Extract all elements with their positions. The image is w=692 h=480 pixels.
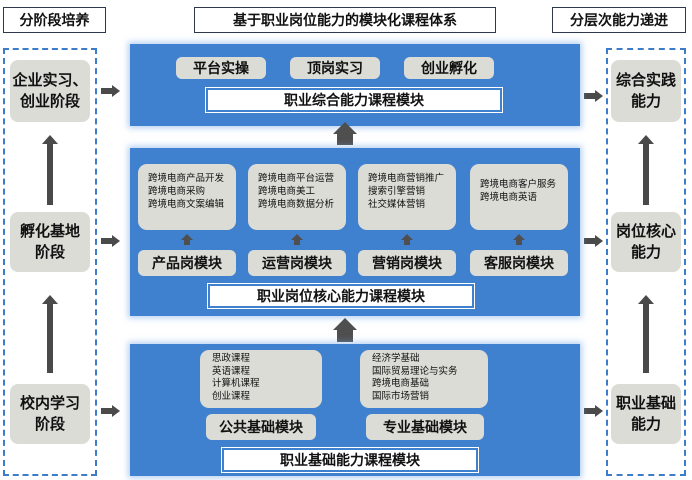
core-module-title: 职业岗位核心能力课程模块 bbox=[207, 283, 475, 309]
left-right-arrow-2-shaft bbox=[101, 238, 113, 244]
right-up-arrow-2-head bbox=[638, 295, 654, 304]
comprehensive-module-title: 职业综合能力课程模块 bbox=[205, 87, 503, 113]
operation-course-2: 跨境电商美工 bbox=[258, 186, 316, 197]
item-internship: 顶岗实习 bbox=[290, 57, 380, 79]
public-course-4: 创业课程 bbox=[212, 390, 251, 402]
ability-comprehensive: 综合实践 能力 bbox=[611, 60, 681, 122]
professional-course-2: 国际贸易理论与实务 bbox=[372, 365, 458, 377]
product-module-label: 产品岗模块 bbox=[138, 250, 236, 276]
marketing-up-arrow-icon bbox=[401, 234, 413, 240]
product-course-3: 跨境电商文案编辑 bbox=[148, 199, 225, 210]
right-up-arrow-2-shaft bbox=[643, 303, 649, 373]
service-course-2: 跨境电商英语 bbox=[480, 192, 538, 203]
product-up-arrow-icon bbox=[181, 234, 193, 240]
up-arrow-bottom-to-mid-head bbox=[333, 318, 357, 330]
public-course-2: 英语课程 bbox=[212, 365, 251, 377]
panel-right-arrow-3-shaft bbox=[584, 408, 596, 414]
operation-course-1: 跨境电商平台运营 bbox=[258, 173, 335, 184]
stage-incubation: 孵化基地 阶段 bbox=[10, 212, 90, 272]
left-right-arrow-3-shaft bbox=[101, 408, 113, 414]
product-course-list: 跨境电商产品开发 跨境电商采购 跨境电商文案编辑 bbox=[138, 164, 236, 230]
stage-campus: 校内学习 阶段 bbox=[10, 384, 90, 444]
left-right-arrow-2-head bbox=[112, 235, 120, 247]
marketing-course-3: 社交媒体营销 bbox=[368, 199, 426, 210]
up-arrow-mid-to-top-head bbox=[333, 122, 357, 134]
operation-course-list: 跨境电商平台运营 跨境电商美工 跨境电商数据分析 bbox=[248, 164, 346, 230]
service-up-arrow-shaft bbox=[516, 240, 522, 245]
left-up-arrow-1-head bbox=[42, 135, 58, 144]
ability-core: 岗位核心 能力 bbox=[611, 212, 681, 272]
product-up-arrow-shaft bbox=[184, 240, 190, 245]
up-arrow-bottom-to-mid-shaft bbox=[337, 329, 353, 342]
stage-internship: 企业实习、 创业阶段 bbox=[10, 60, 90, 122]
panel-right-arrow-1-shaft bbox=[584, 93, 596, 99]
right-header: 分层次能力递进 bbox=[552, 7, 686, 33]
left-up-arrow-2-head bbox=[42, 295, 58, 304]
operation-up-arrow-shaft bbox=[294, 240, 300, 245]
professional-course-4: 国际市场营销 bbox=[372, 390, 430, 402]
left-right-arrow-1-head bbox=[112, 85, 120, 97]
left-header: 分阶段培养 bbox=[3, 7, 106, 33]
center-header: 基于职业岗位能力的模块化课程体系 bbox=[194, 7, 496, 33]
item-platform-practice: 平台实操 bbox=[176, 57, 266, 79]
marketing-course-2: 搜索引擎营销 bbox=[368, 186, 426, 197]
panel-right-arrow-1-head bbox=[595, 90, 603, 102]
operation-course-3: 跨境电商数据分析 bbox=[258, 199, 335, 210]
marketing-up-arrow-shaft bbox=[404, 240, 410, 245]
right-up-arrow-1-head bbox=[638, 135, 654, 144]
professional-module-label: 专业基础模块 bbox=[366, 414, 484, 440]
left-stage-panel bbox=[3, 48, 97, 476]
public-course-3: 计算机课程 bbox=[212, 378, 260, 389]
item-incubation: 创业孵化 bbox=[404, 57, 494, 79]
professional-course-3: 跨境电商基础 bbox=[372, 378, 430, 389]
operation-up-arrow-icon bbox=[291, 234, 303, 240]
operation-module-label: 运营岗模块 bbox=[248, 250, 346, 276]
left-right-arrow-3-head bbox=[112, 405, 120, 417]
left-up-arrow-1-shaft bbox=[47, 143, 53, 205]
marketing-module-label: 营销岗模块 bbox=[358, 250, 456, 276]
service-course-list: 跨境电商客户服务 跨境电商英语 bbox=[470, 164, 568, 230]
ability-basic: 职业基础 能力 bbox=[611, 384, 681, 444]
public-course-list: 思政课程 英语课程 计算机课程 创业课程 bbox=[200, 350, 322, 408]
left-right-arrow-1-shaft bbox=[101, 88, 113, 94]
right-ability-panel bbox=[606, 48, 686, 476]
left-up-arrow-2-shaft bbox=[47, 303, 53, 373]
service-module-label: 客服岗模块 bbox=[470, 250, 568, 276]
marketing-course-1: 跨境电商营销推广 bbox=[368, 173, 445, 184]
up-arrow-mid-to-top-shaft bbox=[337, 133, 353, 145]
right-up-arrow-1-shaft bbox=[643, 143, 649, 205]
professional-course-list: 经济学基础 国际贸易理论与实务 跨境电商基础 国际市场营销 bbox=[360, 350, 488, 408]
marketing-course-list: 跨境电商营销推广 搜索引擎营销 社交媒体营销 bbox=[358, 164, 456, 230]
public-course-1: 思政课程 bbox=[212, 353, 251, 364]
panel-right-arrow-3-head bbox=[595, 405, 603, 417]
service-up-arrow-icon bbox=[513, 234, 525, 240]
product-course-2: 跨境电商采购 bbox=[148, 186, 206, 197]
public-module-label: 公共基础模块 bbox=[206, 414, 316, 440]
product-course-1: 跨境电商产品开发 bbox=[148, 173, 225, 184]
service-course-1: 跨境电商客户服务 bbox=[480, 179, 557, 190]
professional-course-1: 经济学基础 bbox=[372, 353, 420, 364]
basic-module-title: 职业基础能力课程模块 bbox=[221, 447, 479, 473]
panel-right-arrow-2-shaft bbox=[584, 238, 596, 244]
panel-right-arrow-2-head bbox=[595, 235, 603, 247]
